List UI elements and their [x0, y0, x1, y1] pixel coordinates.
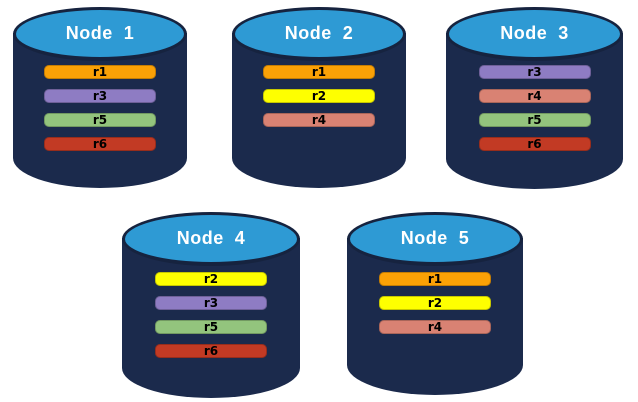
replica-label: r3	[527, 65, 542, 79]
replica-bar-r1: r1	[379, 272, 491, 286]
replica-label: r4	[311, 113, 327, 127]
replica-label: r6	[527, 137, 542, 151]
replica-bar-r1: r1	[263, 65, 375, 79]
cylinder-top: Node 2	[232, 7, 406, 61]
replica-label: r1	[311, 65, 327, 79]
replica-label: r4	[427, 320, 443, 334]
replica-bar-r3: r3	[44, 89, 156, 103]
cylinder-top: Node 1	[13, 7, 187, 61]
replica-bar-r3: r3	[155, 296, 267, 310]
replica-bar-r6: r6	[478, 137, 591, 151]
replica-stack: r1 r3 r5 r6	[13, 65, 187, 151]
node-label: Node 5	[400, 228, 470, 248]
node-label: Node 3	[500, 23, 569, 43]
replica-stack: r2 r3 r5 r6	[122, 272, 300, 358]
replica-label: r6	[203, 344, 219, 358]
replica-label: r2	[203, 272, 219, 286]
replica-bar-r5: r5	[478, 113, 591, 127]
replica-bar-r4: r4	[478, 89, 591, 103]
node-label: Node 1	[65, 23, 135, 43]
replica-bar-r6: r6	[155, 344, 267, 358]
replica-label: r1	[92, 65, 108, 79]
replica-label: r6	[92, 137, 108, 151]
replica-bar-r4: r4	[263, 113, 375, 127]
replica-label: r4	[527, 89, 542, 103]
node-label: Node 4	[176, 228, 246, 248]
replica-stack: r1 r2 r4	[232, 65, 406, 127]
replica-bar-r6: r6	[44, 137, 156, 151]
replica-bar-r2: r2	[263, 89, 375, 103]
replica-stack: r3 r4 r5 r6	[446, 65, 623, 151]
replica-bar-r2: r2	[155, 272, 267, 286]
replica-bar-r3: r3	[478, 65, 591, 79]
node-cylinder: Node 4 r2 r3 r5 r6	[122, 212, 300, 398]
replica-label: r3	[203, 296, 219, 310]
node-label: Node 2	[284, 23, 354, 43]
replica-label: r5	[92, 113, 108, 127]
replica-label: r1	[427, 272, 443, 286]
replica-label: r2	[311, 89, 327, 103]
replica-bar-r4: r4	[379, 320, 491, 334]
node-cylinder: Node 1 r1 r3 r5 r6	[13, 7, 187, 188]
replica-label: r5	[527, 113, 542, 127]
replica-label: r3	[92, 89, 108, 103]
node-cylinder: Node 5 r1 r2 r4	[347, 212, 523, 395]
replica-bar-r5: r5	[44, 113, 156, 127]
replica-stack: r1 r2 r4	[347, 272, 523, 334]
node-cylinder: Node 2 r1 r2 r4	[232, 7, 406, 188]
replica-label: r2	[427, 296, 443, 310]
cylinder-top: Node 3	[446, 7, 623, 61]
node-cylinder: Node 3 r3 r4 r5 r6	[446, 7, 623, 189]
cylinder-top: Node 4	[122, 212, 300, 266]
replica-bar-r2: r2	[379, 296, 491, 310]
cylinder-top: Node 5	[347, 212, 523, 266]
replica-bar-r5: r5	[155, 320, 267, 334]
replica-label: r5	[203, 320, 219, 334]
replica-bar-r1: r1	[44, 65, 156, 79]
